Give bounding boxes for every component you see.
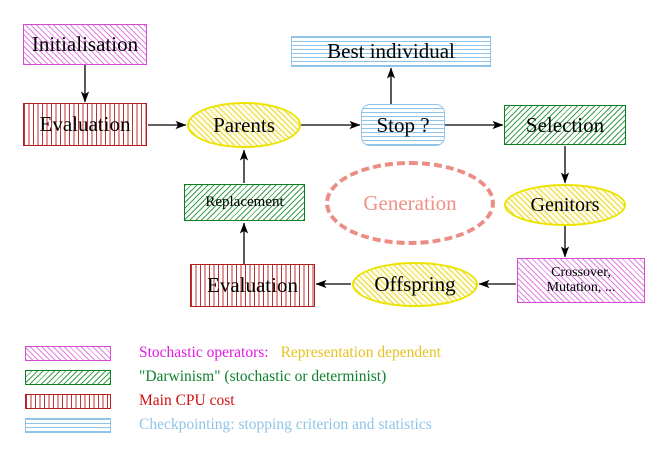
node-generation-label: Generation — [363, 190, 457, 215]
legend-row-stochastic-operators: Stochastic operators: Representation dep… — [25, 341, 441, 365]
node-crossover-label-line2: Mutation, ... — [546, 279, 616, 295]
legend-label-darwinism: "Darwinism" (stochastic or determinist) — [139, 368, 387, 385]
node-evaluation-bottom-label: Evaluation — [207, 273, 298, 298]
node-evaluation-top[interactable]: Evaluation — [23, 103, 147, 146]
node-stop[interactable]: Stop ? — [361, 104, 445, 146]
node-selection-label: Selection — [525, 112, 605, 137]
legend-label-representation-dependent: Representation dependent — [280, 344, 442, 361]
legend-swatch-stochastic-operators — [25, 345, 111, 361]
legend-label-checkpointing: Checkpointing: stopping criterion and st… — [139, 416, 432, 433]
node-genitors-label: Genitors — [530, 193, 600, 216]
node-selection[interactable]: Selection — [504, 105, 626, 145]
node-crossover-label-line1: Crossover, — [551, 264, 611, 280]
legend-label-stochastic-operators: Stochastic operators: — [139, 344, 269, 361]
legend-label-main-cpu-cost: Main CPU cost — [139, 392, 235, 409]
node-initialisation[interactable]: Initialisation — [23, 24, 147, 65]
node-parents-label: Parents — [213, 112, 275, 137]
legend: Stochastic operators: Representation dep… — [0, 336, 662, 446]
node-offspring-label: Offspring — [374, 272, 456, 297]
node-replacement-label: Replacement — [205, 193, 284, 210]
legend-swatch-darwinism — [25, 369, 111, 385]
node-evaluation-bottom[interactable]: Evaluation — [190, 264, 315, 307]
node-replacement[interactable]: Replacement — [184, 184, 305, 221]
node-offspring[interactable]: Offspring — [352, 262, 478, 307]
node-crossover-mutation[interactable]: Crossover, Mutation, ... — [517, 258, 645, 303]
node-best-individual-label: Best individual — [327, 39, 455, 64]
node-genitors[interactable]: Genitors — [504, 184, 626, 226]
legend-row-main-cpu-cost: Main CPU cost — [25, 389, 235, 413]
node-parents[interactable]: Parents — [187, 102, 301, 148]
legend-swatch-checkpointing — [25, 417, 111, 433]
node-evaluation-top-label: Evaluation — [39, 112, 131, 137]
legend-row-checkpointing: Checkpointing: stopping criterion and st… — [25, 413, 432, 437]
node-stop-label: Stop ? — [376, 112, 430, 137]
node-best-individual[interactable]: Best individual — [291, 36, 491, 67]
legend-row-darwinism: "Darwinism" (stochastic or determinist) — [25, 365, 386, 389]
legend-swatch-main-cpu-cost — [25, 393, 111, 409]
node-generation-annotation: Generation — [325, 161, 495, 245]
node-initialisation-label: Initialisation — [31, 32, 139, 57]
